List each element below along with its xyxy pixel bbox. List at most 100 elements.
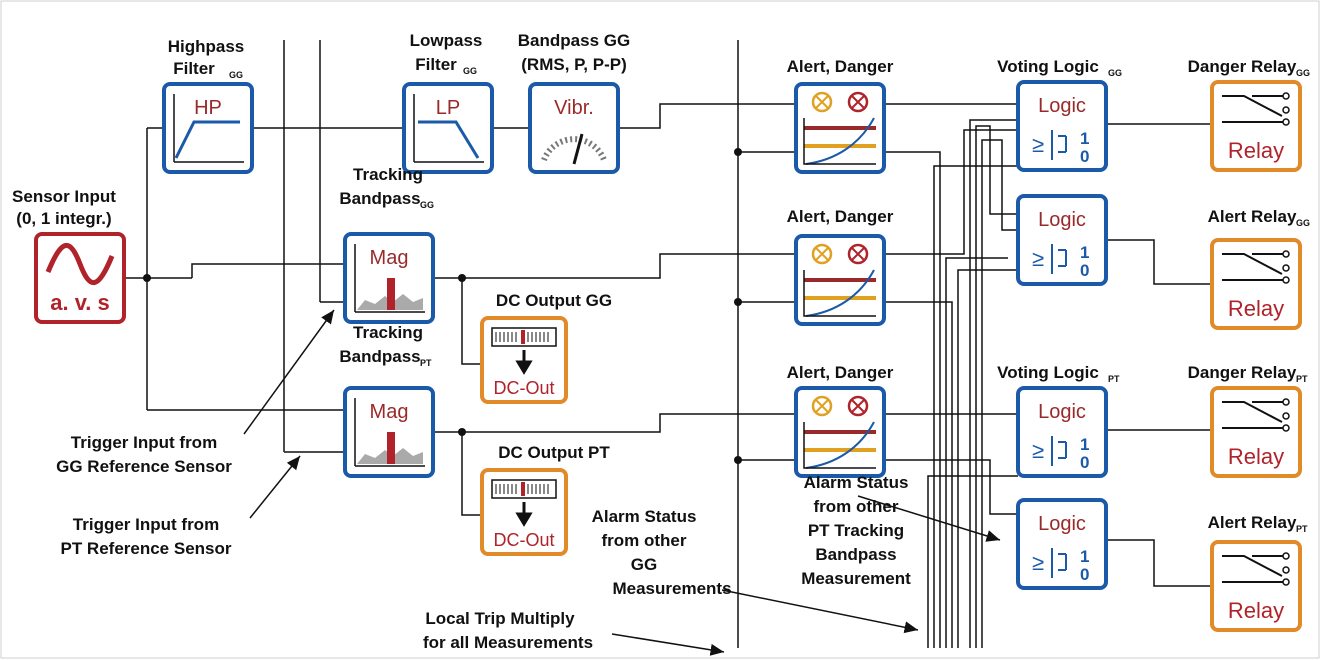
logic-block-3: Logic ≥ 1 0 (1016, 386, 1108, 478)
svg-text:≥: ≥ (1032, 550, 1044, 575)
annotation-arrows (243, 309, 1001, 656)
logic-2-zero: 0 (1080, 261, 1089, 280)
alarm-gg-label-1: Alarm Status (592, 507, 697, 526)
logic-3-one: 1 (1080, 435, 1089, 454)
tracking-gg-label-2: Bandpass (339, 189, 420, 208)
vibr-text: Vibr. (554, 97, 594, 119)
dc-out-pt-text: DC-Out (493, 530, 554, 550)
lp-text: LP (436, 97, 460, 119)
lowpass-label-sub: GG (463, 66, 477, 76)
bandpass-label-2: (RMS, P, P-P) (521, 55, 626, 74)
logic-1-text: Logic (1038, 95, 1086, 117)
dc-output-gg-block: DC-Out (480, 316, 568, 404)
voting-logic-gg-label: Voting Logic (997, 57, 1099, 76)
lowpass-label-2: Filter (415, 55, 457, 74)
dc-out-gg-text: DC-Out (493, 378, 554, 398)
alarm-gg-label-2: from other (602, 531, 687, 550)
svg-text:≥: ≥ (1032, 438, 1044, 463)
logic-3-zero: 0 (1080, 453, 1089, 472)
voting-logic-pt-sub: PT (1108, 374, 1120, 384)
mag-pt-text: Mag (370, 401, 409, 423)
sensor-label-2: (0, 1 integr.) (16, 209, 111, 228)
trigger-gg-label-2: GG Reference Sensor (56, 457, 232, 476)
alarm-pt-label-2: from other (814, 497, 899, 516)
sensor-text: a. v. s (50, 290, 110, 315)
highpass-label-sub: GG (229, 70, 243, 80)
tracking-gg-label-sub: GG (420, 200, 434, 210)
alert-relay-gg-label: Alert Relay (1208, 207, 1297, 226)
logic-block-2: Logic ≥ 1 0 (1016, 194, 1108, 286)
relay-1-text: Relay (1228, 138, 1284, 163)
highpass-label-2: Filter (173, 59, 215, 78)
alarm-pt-label-4: Bandpass (815, 545, 896, 564)
alert-relay-gg-block: Relay (1210, 238, 1302, 330)
alert-relay-gg-sub: GG (1296, 218, 1310, 228)
voting-logic-pt-label: Voting Logic (997, 363, 1099, 382)
logic-1-zero: 0 (1080, 147, 1089, 166)
alert-relay-pt-sub: PT (1296, 524, 1308, 534)
alert-relay-pt-label: Alert Relay (1208, 513, 1297, 532)
trigger-pt-label-2: PT Reference Sensor (60, 539, 231, 558)
tracking-bandpass-pt-block: Mag (343, 386, 435, 478)
tracking-gg-label-1: Tracking (353, 165, 423, 184)
svg-text:≥: ≥ (1032, 246, 1044, 271)
dc-output-pt-block: DC-Out (480, 468, 568, 556)
alarm-gg-label-3: GG (631, 555, 657, 574)
alert-danger-label-1: Alert, Danger (787, 57, 894, 76)
local-trip-label-1: Local Trip Multiply (425, 609, 575, 628)
sensor-input-block: a. v. s (34, 232, 126, 324)
sensor-label-1: Sensor Input (12, 187, 116, 206)
lowpass-filter-block: LP (402, 82, 494, 174)
logic-2-one: 1 (1080, 243, 1089, 262)
hp-text: HP (194, 97, 222, 119)
logic-4-text: Logic (1038, 513, 1086, 535)
relay-4-text: Relay (1228, 598, 1284, 623)
alert-danger-label-3: Alert, Danger (787, 363, 894, 382)
dc-output-gg-label: DC Output GG (496, 291, 612, 310)
logic-2-text: Logic (1038, 209, 1086, 231)
tracking-pt-label-sub: PT (420, 358, 432, 368)
alarm-pt-label-1: Alarm Status (804, 473, 909, 492)
danger-relay-gg-sub: GG (1296, 68, 1310, 78)
local-trip-label-2: for all Measurements (423, 633, 593, 652)
relay-2-text: Relay (1228, 296, 1284, 321)
alert-danger-block-2 (794, 234, 886, 326)
tracking-bandpass-gg-block: Mag (343, 232, 435, 324)
mag-gg-text: Mag (370, 247, 409, 269)
highpass-label-1: Highpass (168, 37, 245, 56)
alarm-pt-label-3: PT Tracking (808, 521, 904, 540)
danger-relay-pt-label: Danger Relay (1188, 363, 1297, 382)
labels: Highpass Filter GG Lowpass Filter GG Ban… (12, 31, 1310, 652)
bandpass-label-1: Bandpass GG (518, 31, 630, 50)
alert-relay-pt-block: Relay (1210, 540, 1302, 632)
wiring (124, 40, 1212, 648)
danger-relay-gg-label: Danger Relay (1188, 57, 1297, 76)
logic-1-one: 1 (1080, 129, 1089, 148)
alert-danger-block-1 (794, 82, 886, 174)
trigger-pt-label-1: Trigger Input from (73, 515, 219, 534)
relay-3-text: Relay (1228, 444, 1284, 469)
logic-4-zero: 0 (1080, 565, 1089, 584)
tracking-pt-label-1: Tracking (353, 323, 423, 342)
logic-block-1: Logic ≥ 1 0 (1016, 80, 1108, 172)
alarm-pt-label-5: Measurement (801, 569, 911, 588)
highpass-filter-block: HP (162, 82, 254, 174)
tracking-pt-label-2: Bandpass (339, 347, 420, 366)
logic-block-4: Logic ≥ 1 0 (1016, 498, 1108, 590)
danger-relay-gg-block: Relay (1210, 80, 1302, 172)
danger-relay-pt-block: Relay (1210, 386, 1302, 478)
danger-relay-pt-sub: PT (1296, 374, 1308, 384)
vibration-meter-block: Vibr. (528, 82, 620, 174)
dc-output-pt-label: DC Output PT (498, 443, 610, 462)
alert-danger-block-3 (794, 386, 886, 478)
alarm-gg-label-4: Measurements (612, 579, 731, 598)
trigger-gg-label-1: Trigger Input from (71, 433, 217, 452)
junction-dots (143, 148, 742, 464)
lowpass-label-1: Lowpass (410, 31, 483, 50)
svg-text:≥: ≥ (1032, 132, 1044, 157)
logic-3-text: Logic (1038, 401, 1086, 423)
alert-danger-label-2: Alert, Danger (787, 207, 894, 226)
